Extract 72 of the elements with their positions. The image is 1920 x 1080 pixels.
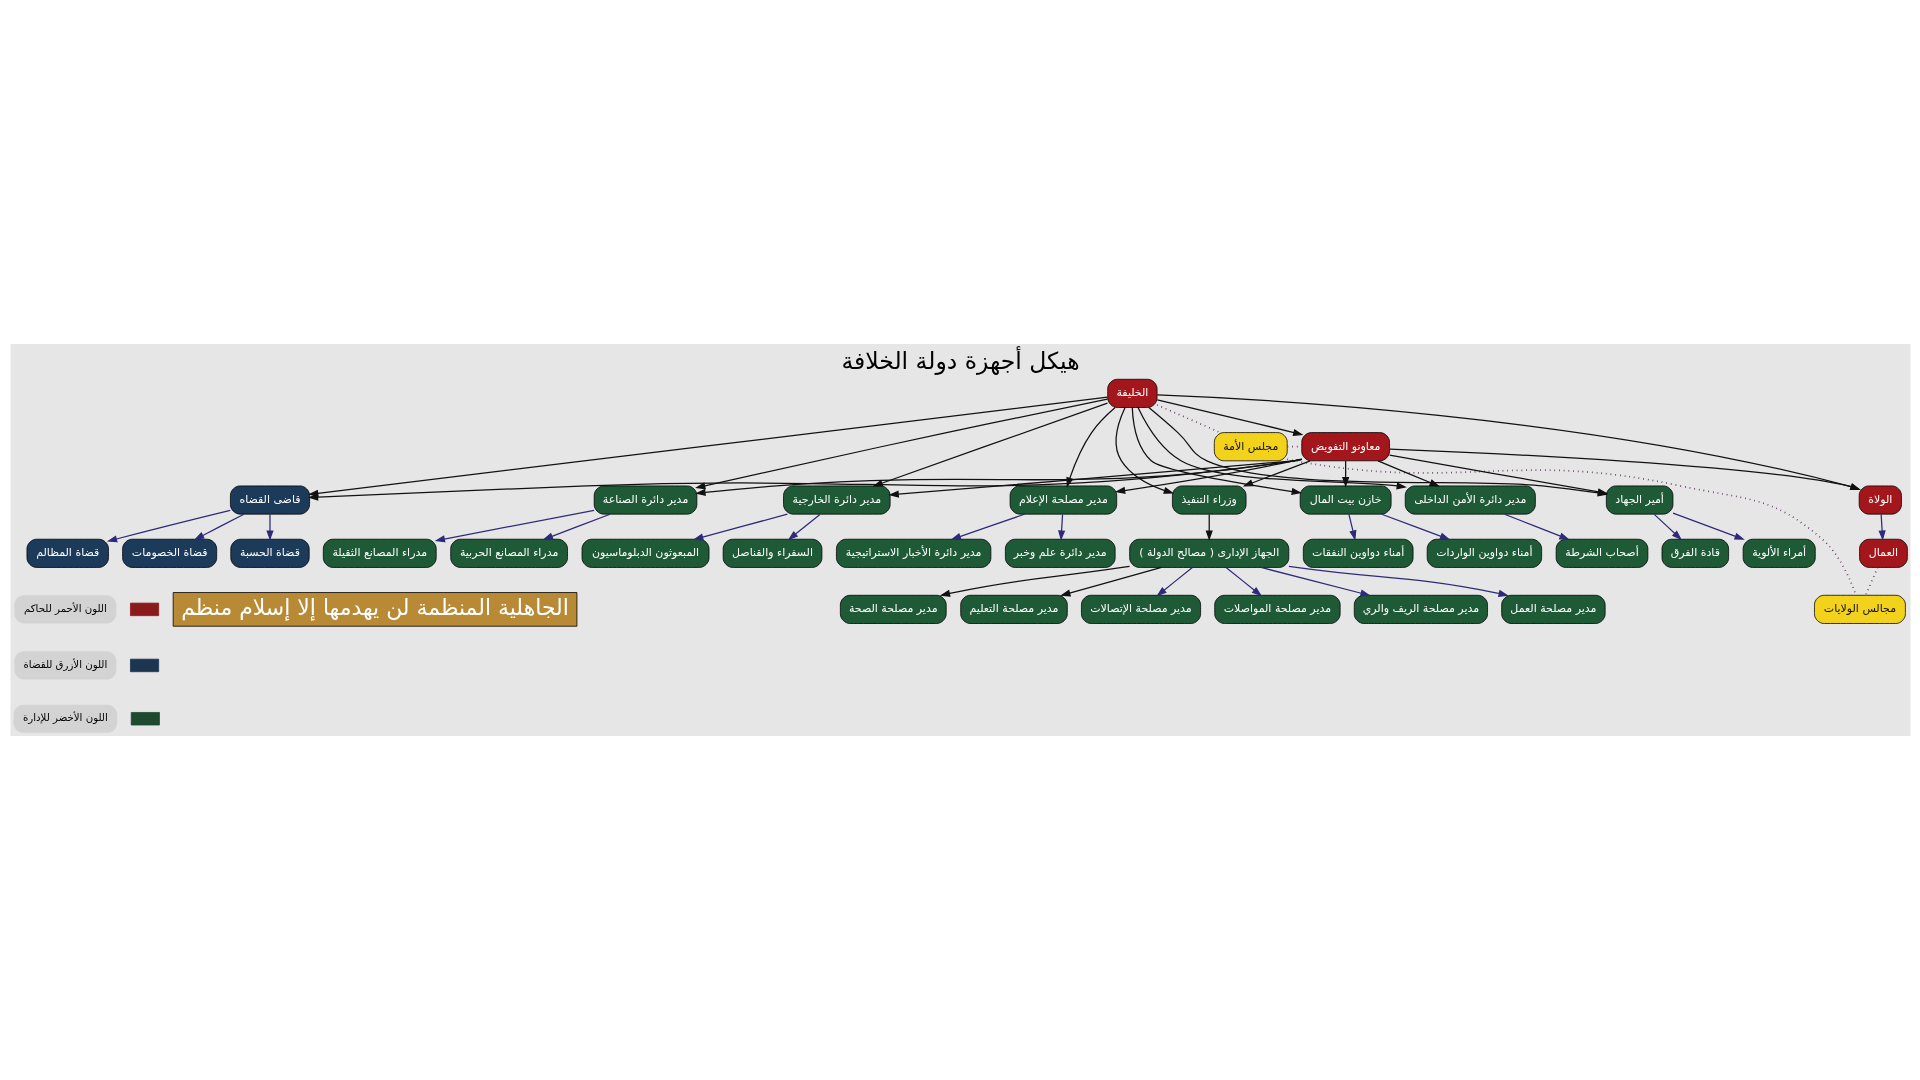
arrow <box>1259 566 1371 597</box>
arrow <box>1653 513 1682 541</box>
node-box: السفراء والقناصل <box>722 538 822 568</box>
node-box: العمال <box>1858 538 1908 568</box>
node-box: مجلس الأمة <box>1213 432 1288 462</box>
node-box: وزراء التنفيذ <box>1171 485 1246 515</box>
node-box: الولاة <box>1858 485 1902 515</box>
arrow <box>1242 460 1311 487</box>
node-box: أصحاب الشرطة <box>1555 538 1648 568</box>
node-box: الجهاز الإدارى ( مصالح الدولة ) <box>1128 538 1289 568</box>
node-box: قضاة المظالم <box>26 538 109 568</box>
diagram-title: هيكل أجهزة دولة الخلافة <box>840 347 1080 376</box>
node-box: قاضى القضاه <box>229 485 310 515</box>
node-box: أمير الجهاد <box>1605 485 1673 515</box>
node-box: مدير دائرة علم وخبر <box>1004 538 1116 568</box>
arrow <box>1155 566 1193 597</box>
arrow <box>1380 513 1450 540</box>
node-box: المبعوثون الدبلوماسيون <box>581 538 709 568</box>
node-box: مدير دائرة الخارجية <box>782 485 891 515</box>
arrow <box>1671 512 1745 540</box>
node-box: مدراء المصانع الحربية <box>449 538 568 568</box>
legend-label: اللون الأخضر للإدارة <box>22 712 108 724</box>
node-box: مدير مصلحة الريف والري <box>1353 594 1488 624</box>
arrow <box>193 513 244 540</box>
arrow <box>1347 513 1356 541</box>
node-box: أمراء الألوية <box>1742 538 1816 568</box>
arrow <box>1156 394 1861 491</box>
arrow <box>434 509 595 543</box>
arrow <box>265 513 274 541</box>
arrow <box>692 513 788 541</box>
arrow <box>1878 513 1886 541</box>
node-box: مدير مصلحة العمل <box>1500 594 1606 624</box>
node-box: أمناء دواوين النفقات <box>1302 538 1413 568</box>
label: الجاهلية المنظمة لن يهدمها إلا إسلام منظم <box>180 594 569 620</box>
arrow <box>1287 565 1509 597</box>
node-box: مدير مصلحة المواصلات <box>1213 594 1341 624</box>
node-box: مدير دائرة الأخبار الاستراتيجية <box>835 538 991 568</box>
arrow <box>1114 458 1302 494</box>
node-box: مدراء المصانع الثقيلة <box>322 538 437 568</box>
node-box: قضاة الحسبة <box>229 538 310 568</box>
arrow <box>1224 566 1262 597</box>
node-box: مدير دائرة الأمن الداخلى <box>1404 485 1536 515</box>
node-box: مدير مصلحة الإتصالات <box>1080 594 1201 624</box>
arrow <box>1376 460 1440 487</box>
arrow <box>1136 406 1407 490</box>
node-box: مجالس الولايات <box>1813 594 1906 624</box>
legend-label: اللون الأحمر للحاكم <box>23 603 107 615</box>
node-box: الخليفة <box>1106 378 1157 408</box>
node-box: معاونو التفويض <box>1300 432 1390 462</box>
node-box: قادة الفرق <box>1661 538 1729 568</box>
node-box: مدير مصلحة الإعلام <box>1009 485 1117 515</box>
legend-label: اللون الأزرق للقضاة <box>22 659 107 671</box>
arrow <box>939 565 1130 597</box>
arrow <box>1388 448 1861 490</box>
arrow <box>1156 399 1303 436</box>
node-box: خازن بيت المال <box>1299 485 1391 515</box>
arrow <box>694 458 1302 497</box>
arrow <box>887 458 1302 498</box>
node-box: مدير مصلحة الصحة <box>839 594 947 624</box>
arrow <box>950 513 1025 540</box>
arrow <box>1115 406 1174 494</box>
node-box: مدير مصلحة التعليم <box>959 594 1068 624</box>
arrow <box>787 513 821 541</box>
arrow <box>1057 513 1065 541</box>
arrow <box>1131 406 1302 496</box>
arrow <box>1503 513 1570 540</box>
arrow <box>542 513 611 540</box>
arrow <box>106 509 231 543</box>
node-box: مدير دائرة الصناعة <box>593 485 697 515</box>
node-box: أمناء دواوين الواردات <box>1426 538 1542 568</box>
node-box: قضاة الخصومات <box>121 538 217 568</box>
arrow <box>1059 566 1162 597</box>
